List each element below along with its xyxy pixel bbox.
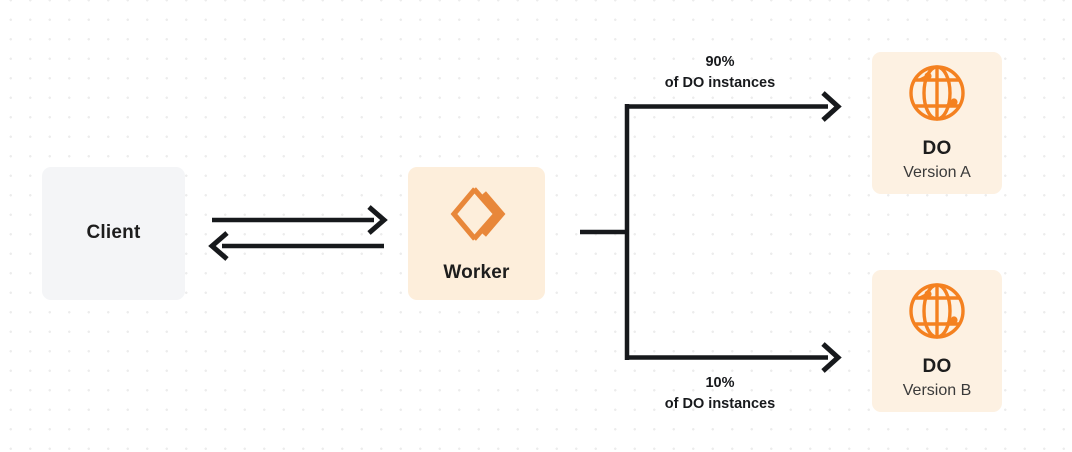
node-do-a-sublabel: Version A [903,163,971,181]
edge-worker-to-do-b [625,342,842,373]
node-do-b-sublabel: Version B [902,381,972,399]
edge-label-do-a-description: of DO instances [664,75,776,92]
edge-label-do-b-description: of DO instances [664,396,776,413]
node-worker-label: Worker [443,261,510,283]
cloudflare-workers-icon [446,183,508,250]
edge-label-do-b: 10% of DO instances [604,373,836,415]
edge-worker-split-bus [580,104,630,360]
node-client[interactable]: Client [42,167,185,300]
node-worker[interactable]: Worker [408,167,545,300]
node-do-a-label: DO [922,137,952,159]
edge-label-do-a-percent: 90% [705,54,735,70]
edge-label-do-a: 90% of DO instances [604,52,836,94]
edge-client-to-worker [212,205,388,235]
edge-worker-to-client [208,231,384,261]
node-do-b-label: DO [922,355,952,377]
node-client-label: Client [86,222,141,244]
durable-object-globe-icon [907,281,967,346]
edge-label-do-b-percent: 10% [705,375,735,391]
node-do-version-a[interactable]: DO Version A [872,52,1002,194]
node-do-version-b[interactable]: DO Version B [872,270,1002,412]
durable-object-globe-icon [907,63,967,128]
edge-worker-to-do-a [625,91,842,122]
